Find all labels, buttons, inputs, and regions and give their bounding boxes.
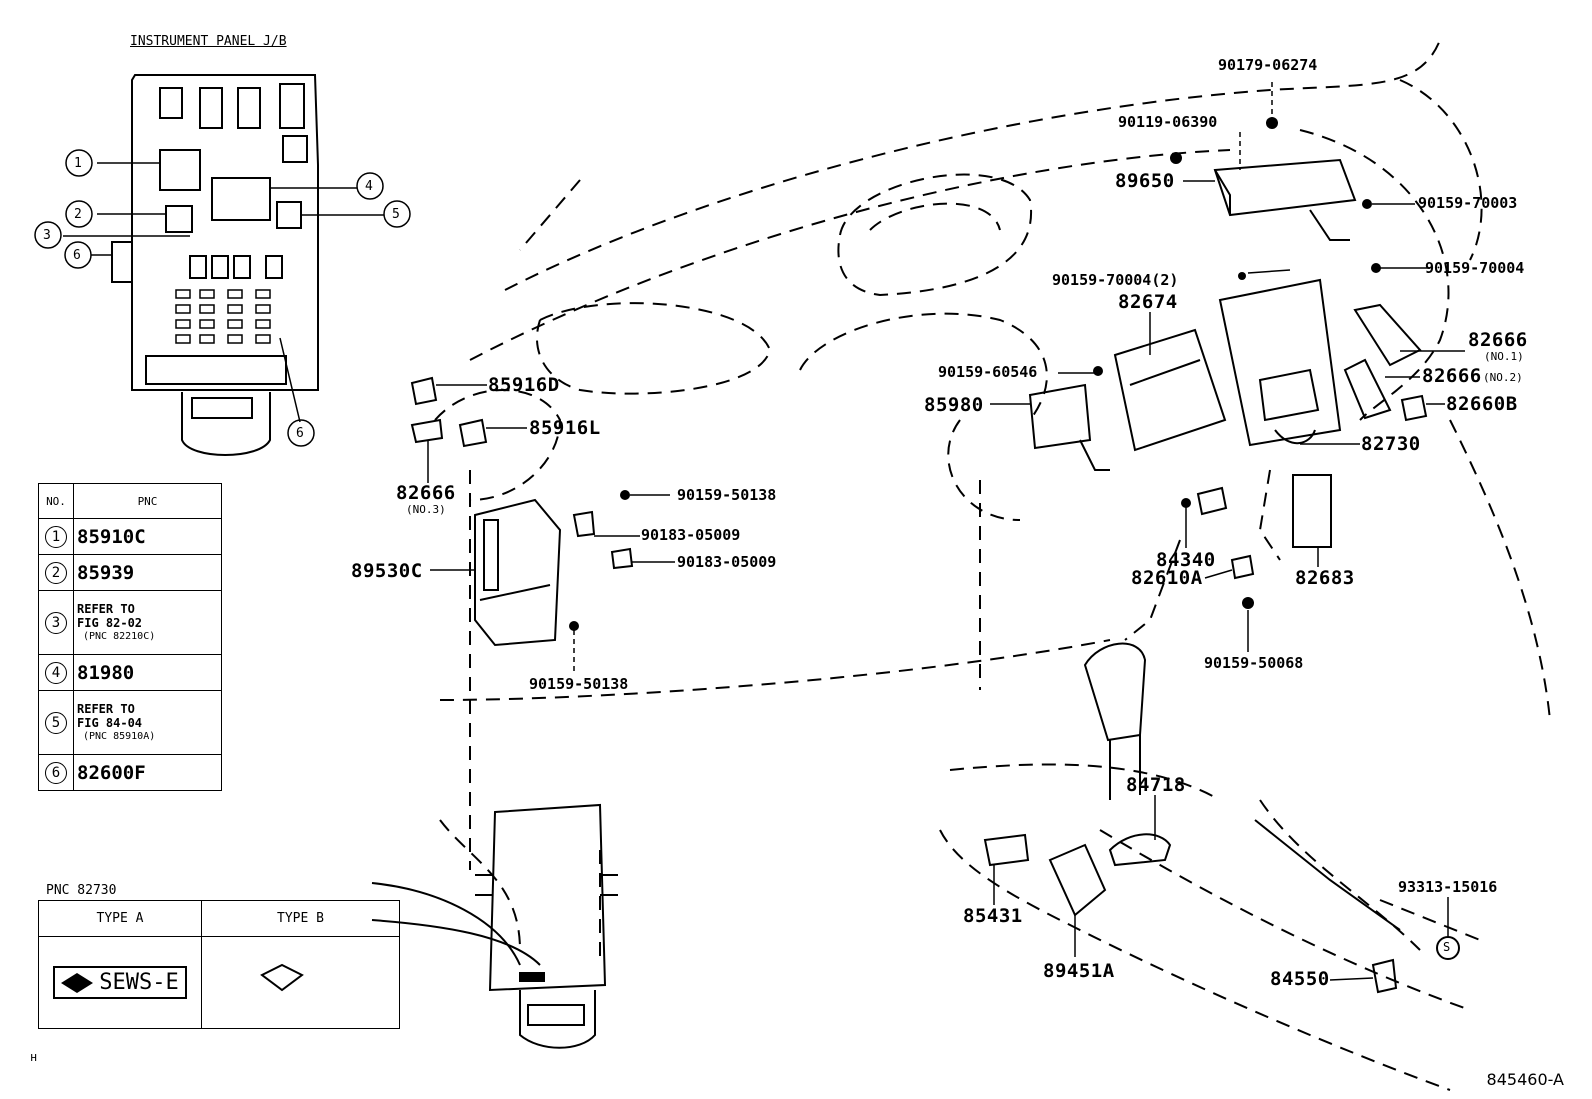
row-number: 4 — [45, 661, 67, 684]
row-number: 6 — [45, 761, 67, 784]
part-label: 90159-70003 — [1418, 194, 1518, 212]
part-label: 82683 — [1295, 567, 1355, 589]
part-label: 90159-70004(2) — [1052, 271, 1179, 289]
pnc-row: 4 81980 — [38, 654, 222, 691]
pnc-value: 81980 — [73, 654, 222, 691]
pnc-row: 6 82600F — [38, 754, 222, 791]
part-label: 84340 — [1156, 549, 1216, 571]
pnc-value: 85939 — [73, 554, 222, 591]
pnc-row: 5 REFER TO FIG 84-04 (PNC 85910A) — [38, 690, 222, 755]
callout-6-bottom: 6 — [296, 426, 304, 441]
part-label: 90159-50068 — [1204, 654, 1304, 672]
parts-outline — [410, 158, 1460, 994]
pnc-reference: REFER TO FIG 82-02 (PNC 82210C) — [73, 590, 222, 655]
part-label: 90159-50138 — [529, 675, 629, 693]
part-label: 89530C — [351, 560, 423, 582]
jb-title: INSTRUMENT PANEL J/B — [130, 34, 287, 49]
row-number: 1 — [45, 525, 67, 548]
type-table: TYPE A TYPE B SEWS-E — [38, 900, 400, 1029]
pnc-header-no: NO. — [38, 483, 74, 519]
part-label: 82674 — [1118, 291, 1178, 313]
part-label: 82610A — [1131, 567, 1203, 589]
leader-lines — [427, 78, 1465, 981]
part-label: 90183-05009 — [641, 526, 741, 544]
ref-line-1: REFER TO — [77, 701, 135, 716]
row-number: 2 — [45, 561, 67, 584]
part-label: 89451A — [1043, 960, 1115, 982]
figure-id: 845460-A — [1486, 1070, 1564, 1089]
row-number: 5 — [45, 711, 67, 734]
part-label: 85916L — [529, 417, 601, 439]
type-a-header: TYPE A — [38, 900, 202, 937]
sews-text: SEWS-E — [99, 970, 179, 995]
part-label: 90119-06390 — [1118, 113, 1218, 131]
part-label: 82730 — [1361, 433, 1421, 455]
callout-5: 5 — [392, 207, 400, 222]
ref-line-3: (PNC 85910A) — [83, 730, 156, 742]
part-sublabel: (NO.1) — [1484, 350, 1524, 363]
ref-line-2: FIG 84-04 — [77, 715, 143, 730]
pnc-value: 82600F — [73, 754, 222, 791]
callout-4: 4 — [365, 179, 373, 194]
callout-3: 3 — [43, 228, 51, 243]
part-sublabel: (NO.2) — [1483, 371, 1523, 384]
pnc-row: 2 85939 — [38, 554, 222, 591]
part-label: 85916D — [488, 374, 560, 396]
part-label: 90183-05009 — [677, 553, 777, 571]
part-label: 82666 — [1422, 365, 1482, 387]
sews-mark: SEWS-E — [53, 966, 187, 999]
type-b-header: TYPE B — [201, 900, 400, 937]
part-label: 85980 — [924, 394, 984, 416]
pnc-row: 3 REFER TO FIG 82-02 (PNC 82210C) — [38, 590, 222, 655]
callout-1: 1 — [74, 156, 82, 171]
part-label: 90159-70004 — [1425, 259, 1525, 277]
pnc-row: 1 85910C — [38, 518, 222, 555]
ref-line-3: (PNC 82210C) — [83, 630, 156, 642]
dashboard-outline — [434, 39, 1551, 1091]
pnc-header-row: NO. PNC — [38, 483, 222, 519]
diamond-logo-icon — [61, 973, 94, 993]
part-label: 90159-50138 — [677, 486, 777, 504]
s-mark: S — [1443, 940, 1451, 954]
part-sublabel: (NO.3) — [406, 503, 446, 516]
ref-line-1: REFER TO — [77, 601, 135, 616]
corner-mark: н — [30, 1050, 38, 1064]
type-a-cell: SEWS-E — [38, 936, 202, 1029]
callout-6-left: 6 — [73, 248, 81, 263]
part-label: 93313-15016 — [1398, 878, 1498, 896]
part-label: 89650 — [1115, 170, 1175, 192]
part-label: 82660B — [1446, 393, 1518, 415]
row-number: 3 — [45, 611, 67, 634]
part-label: 82666 — [396, 482, 456, 504]
type-b-cell — [201, 936, 400, 1029]
part-label: 84550 — [1270, 968, 1330, 990]
type-box-caption: PNC 82730 — [46, 883, 117, 898]
part-label: 90159-60546 — [938, 363, 1038, 381]
screw-fasteners — [569, 117, 1381, 631]
ref-line-2: FIG 82-02 — [77, 615, 143, 630]
part-label: 90179-06274 — [1218, 56, 1318, 74]
pnc-table: NO. PNC 1 85910C 2 85939 3 REFER TO FIG … — [38, 483, 222, 791]
part-label: 84718 — [1126, 774, 1186, 796]
pnc-header-pnc: PNC — [73, 483, 222, 519]
callout-2: 2 — [74, 207, 82, 222]
jb-inset-drawing — [34, 74, 411, 456]
pnc-value: 85910C — [73, 518, 222, 555]
part-label: 85431 — [963, 905, 1023, 927]
pnc-reference: REFER TO FIG 84-04 (PNC 85910A) — [73, 690, 222, 755]
part-label: 82666 — [1468, 329, 1528, 351]
